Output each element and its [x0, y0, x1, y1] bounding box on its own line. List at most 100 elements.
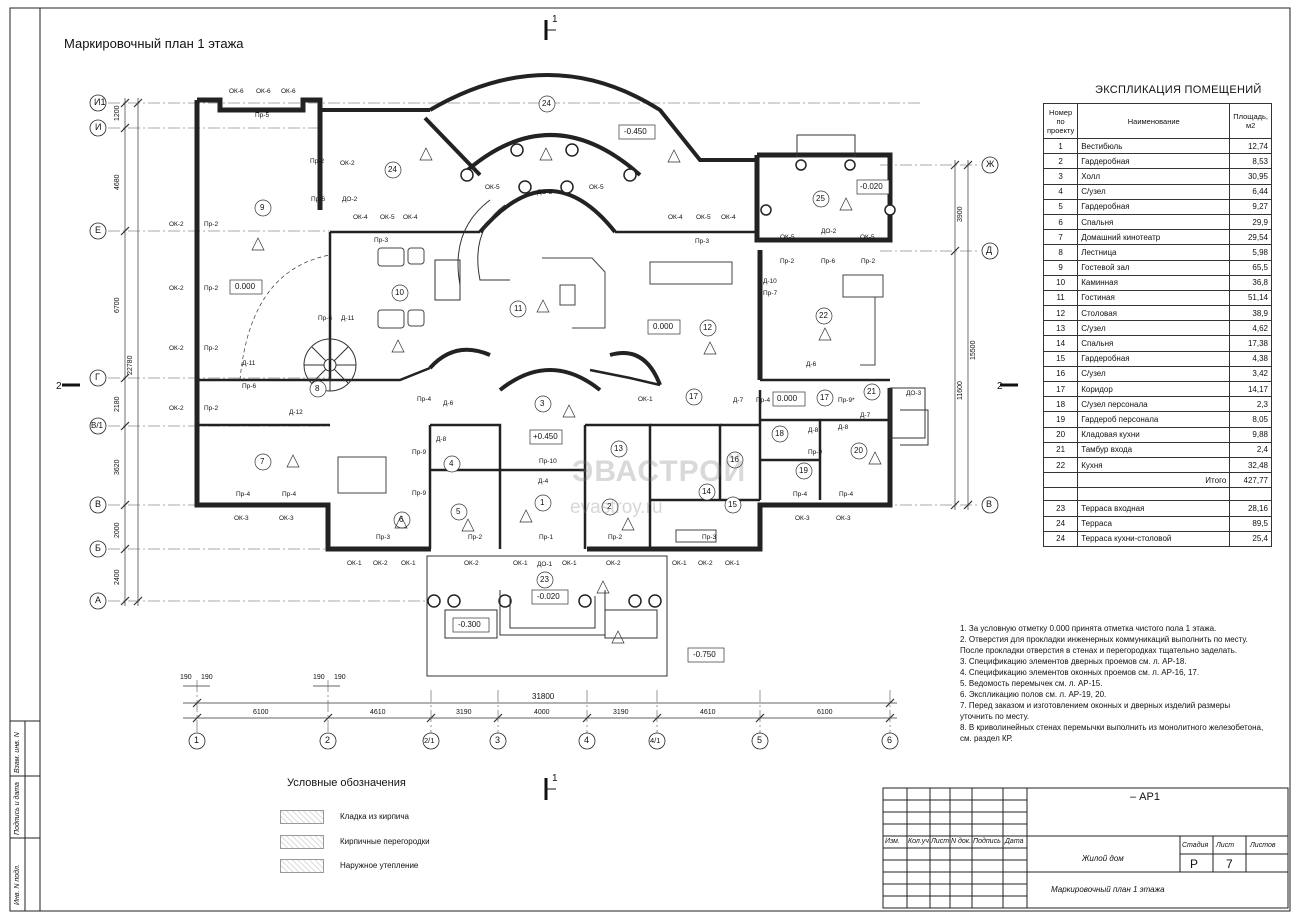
room-25: 25 [816, 194, 825, 203]
room-1: 1 [540, 498, 545, 507]
opening-label: ДО-3 [906, 390, 922, 397]
exterior-walls [194, 97, 893, 552]
room-area-cell: 17,38 [1229, 335, 1272, 352]
room-17-b: 17 [820, 393, 829, 402]
sheet-label: Лист [1216, 842, 1235, 849]
dim-bottom-5: 3190 [613, 709, 629, 716]
axis-label-e: Е [95, 225, 102, 235]
opening-label: Пр-2 [310, 158, 325, 165]
note-line: 8. В криволинейных стенах перемычки выпо… [960, 723, 1264, 732]
opening-label: Д-6 [443, 400, 454, 407]
legend-item: Кирпичные перегородки [340, 837, 430, 846]
opening-label: Пр-2 [861, 258, 876, 265]
opening-label: Пр-2 [204, 285, 219, 292]
opening-label: Д-10 [763, 278, 777, 285]
room-12: 12 [703, 323, 712, 332]
opening-label: ОК-2 [373, 560, 388, 567]
stamp-header: Лист [931, 838, 950, 845]
room-15: 15 [728, 500, 737, 509]
stage-value: Р [1190, 857, 1199, 871]
opening-label: ОК-4 [403, 214, 418, 221]
furniture [337, 247, 884, 543]
opening-label: Пр-5 [255, 112, 270, 119]
opening-label: ОК-5 [860, 234, 875, 241]
opening-label: Пр-4 [756, 397, 771, 404]
legend-swatch-brick [280, 810, 324, 824]
total-label: Итого [1077, 472, 1231, 489]
room-16: 16 [730, 455, 739, 464]
opening-label: Д-6 [806, 361, 817, 368]
room-circles [254, 95, 881, 589]
opening-label: Пр-2 [608, 534, 623, 541]
room-21: 21 [867, 387, 876, 396]
opening-label: ОК-1 [725, 560, 740, 567]
level-right-terrace: -0.020 [860, 182, 883, 191]
legend-swatch-partition [280, 835, 324, 849]
legend-item: Кладка из кирпича [340, 812, 409, 821]
level-vestibule: +0.450 [533, 432, 558, 441]
room-area-cell: 25,4 [1229, 530, 1272, 547]
opening-label: Д-11 [242, 360, 256, 367]
opening-label: Пр-2 [780, 258, 795, 265]
room-number-cell: 24 [1042, 530, 1079, 547]
section-mark-left: 2 [56, 381, 62, 392]
axis-label-g: Г [95, 372, 100, 382]
room-18: 18 [775, 429, 784, 438]
level-dining: 0.000 [653, 322, 674, 331]
opening-label: ОК-4 [668, 214, 683, 221]
room-number-cell: 1 [1042, 137, 1079, 155]
opening-label: Пр-4 [839, 491, 854, 498]
axis-label-i: И [95, 122, 102, 132]
opening-label: ОК-2 [169, 405, 184, 412]
opening-label: ОК-1 [638, 396, 653, 403]
room-name-cell: Терраса кухни-столовой [1077, 530, 1231, 547]
table-header: Наименование [1077, 103, 1231, 139]
room-24-b: 24 [388, 165, 397, 174]
left-dim-chain [120, 98, 143, 606]
level-corridor: 0.000 [777, 394, 798, 403]
dim-bottom-1: 6100 [253, 709, 269, 716]
columns [427, 143, 896, 608]
opening-label: Пр-3 [376, 534, 391, 541]
opening-label: Пр-2 [468, 534, 483, 541]
main-stair [434, 199, 510, 301]
stamp-header: Подпись [973, 838, 1001, 845]
opening-label: Д-11 [341, 315, 355, 322]
note-line: 2. Отверстия для прокладки инженерных ко… [960, 635, 1248, 644]
watermark-logo: ЭВАСТРОЙ [572, 455, 747, 488]
opening-label: ОК-1 [562, 560, 577, 567]
opening-label: ОК-2 [169, 285, 184, 292]
opening-label: Пр-1 [539, 534, 554, 541]
stage-label: Стадия [1182, 842, 1209, 849]
opening-label: ОК-2 [606, 560, 621, 567]
dim-small-2: 190 [201, 674, 213, 681]
stamp-header: Дата [1005, 838, 1024, 845]
opening-label: Д-7 [733, 397, 744, 404]
opening-label: ОК-4 [721, 214, 736, 221]
opening-label: Пр-4 [236, 491, 251, 498]
axis-label-5: 5 [757, 735, 763, 745]
opening-label: Пр-6 [311, 196, 326, 203]
dim-bottom-4: 4000 [534, 709, 550, 716]
dim-small-1: 190 [180, 674, 192, 681]
opening-label: Пр-9 [412, 449, 427, 456]
opening-label: Пр-4 [282, 491, 297, 498]
stamp-header: N док. [951, 838, 972, 845]
dim-small-4: 190 [334, 674, 346, 681]
axis-label-4: 4 [584, 735, 590, 745]
room-8: 8 [315, 384, 320, 393]
dim-bottom-6: 4610 [700, 709, 716, 716]
opening-label: ОК-5 [380, 214, 395, 221]
note-line: уточнить по месту. [960, 712, 1030, 721]
opening-label: Пр-7 [763, 290, 778, 297]
dim-bottom-7: 6100 [817, 709, 833, 716]
general-notes: 1. За условную отметку 0.000 принята отм… [960, 623, 1264, 744]
opening-label: ОК-3 [795, 515, 810, 522]
note-line: 3. Спецификацию элементов дверных проемо… [960, 657, 1187, 666]
opening-label: Д-8 [838, 424, 849, 431]
